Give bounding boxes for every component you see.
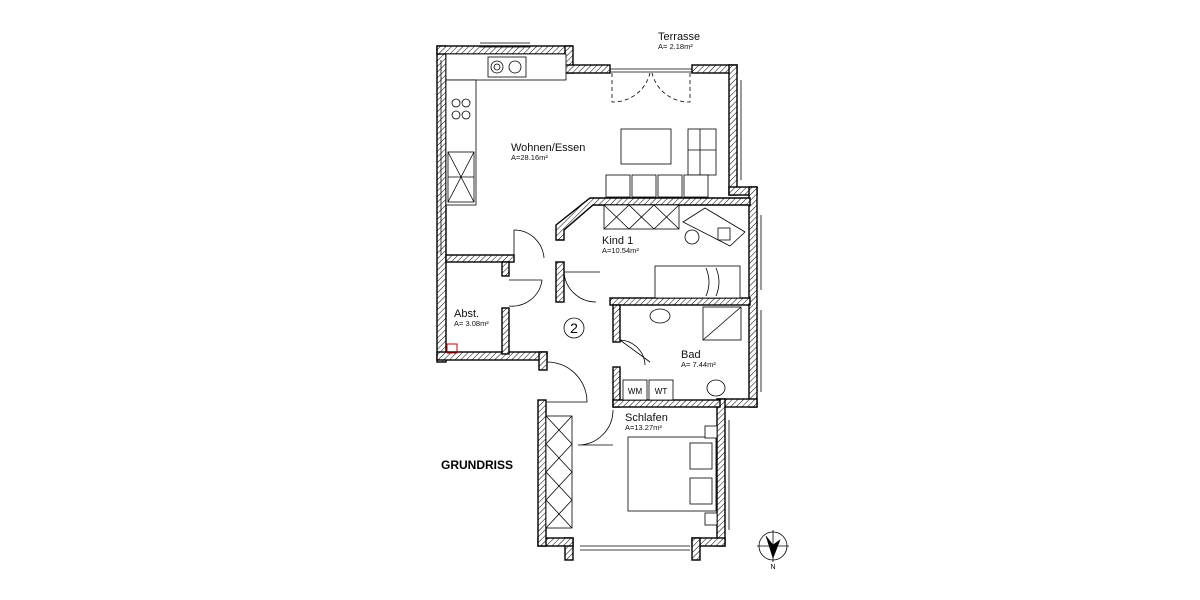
room-area-schlafen: A=13.27m² <box>625 423 662 432</box>
sink-icon <box>649 308 671 324</box>
wt-label: WT <box>655 387 668 396</box>
north-arrow-icon <box>757 530 789 562</box>
room-name-kind: Kind 1 <box>602 235 633 247</box>
windows <box>436 42 762 551</box>
room-area-terrasse: A= 2.18m² <box>658 42 693 51</box>
walls <box>436 45 758 561</box>
wall-right-schlafen <box>716 398 726 547</box>
wall-bad-schlafen <box>612 399 721 408</box>
toilet-icon <box>706 379 726 397</box>
abst-shaft <box>446 343 458 354</box>
desk <box>682 207 746 247</box>
north-label: N <box>770 564 775 571</box>
room-name-schlafen: Schlafen <box>625 412 668 424</box>
room-area-wohnen: A=28.16m² <box>511 153 548 162</box>
furniture <box>445 53 746 529</box>
plan-title: GRUNDRISS <box>441 458 513 472</box>
schlafen-door <box>577 409 614 446</box>
room-name-wohnen: Wohnen/Essen <box>511 142 585 154</box>
lamp-icon <box>717 227 731 241</box>
unit-number-circle <box>563 317 585 339</box>
stove-icon <box>487 56 527 78</box>
wall-abst-top <box>445 254 515 263</box>
room-name-bad: Bad <box>681 349 701 361</box>
chair <box>631 174 657 198</box>
living-door <box>513 229 545 262</box>
kind-bed <box>654 265 741 299</box>
dining-table <box>620 128 672 165</box>
schlafen-wardrobe <box>545 415 573 529</box>
doors <box>508 72 691 446</box>
abst-door <box>508 279 543 307</box>
room-name-terrasse: Terrasse <box>658 31 700 43</box>
wall-left-outer <box>436 45 447 363</box>
wall-right-living <box>728 64 738 196</box>
kind-door <box>563 271 600 303</box>
wall-abst-right-top <box>501 261 510 277</box>
room-area-abst: A= 3.08m² <box>454 319 489 328</box>
chair <box>683 174 709 198</box>
room-area-bad: A= 7.44m² <box>681 360 716 369</box>
wall-top-mid <box>564 64 611 74</box>
nightstand <box>704 512 718 526</box>
dryer <box>648 379 674 401</box>
unit-number: 2 <box>570 320 578 336</box>
wall-left-schlafen <box>537 399 547 547</box>
wall-bottom-step-right <box>691 537 701 561</box>
bad-door <box>619 339 651 366</box>
wall-bad-left-top <box>612 304 621 343</box>
room-name-abst: Abst. <box>454 308 479 320</box>
terrace-door <box>611 72 691 103</box>
room-area-kind: A=10.54m² <box>602 246 639 255</box>
chair <box>657 174 683 198</box>
nightstand <box>704 425 718 439</box>
entrance-door <box>546 361 588 403</box>
wall-kind-bad <box>609 297 751 306</box>
wall-right-kind <box>748 186 758 408</box>
wall-kind-left <box>555 261 565 303</box>
wall-kind-living <box>555 197 751 241</box>
wall-entrance-left <box>538 351 548 371</box>
chair <box>605 174 631 198</box>
sofa <box>687 128 717 176</box>
wall-abst-right-bottom <box>501 307 510 355</box>
washing-machine <box>622 379 648 401</box>
wm-label: WM <box>628 387 643 396</box>
